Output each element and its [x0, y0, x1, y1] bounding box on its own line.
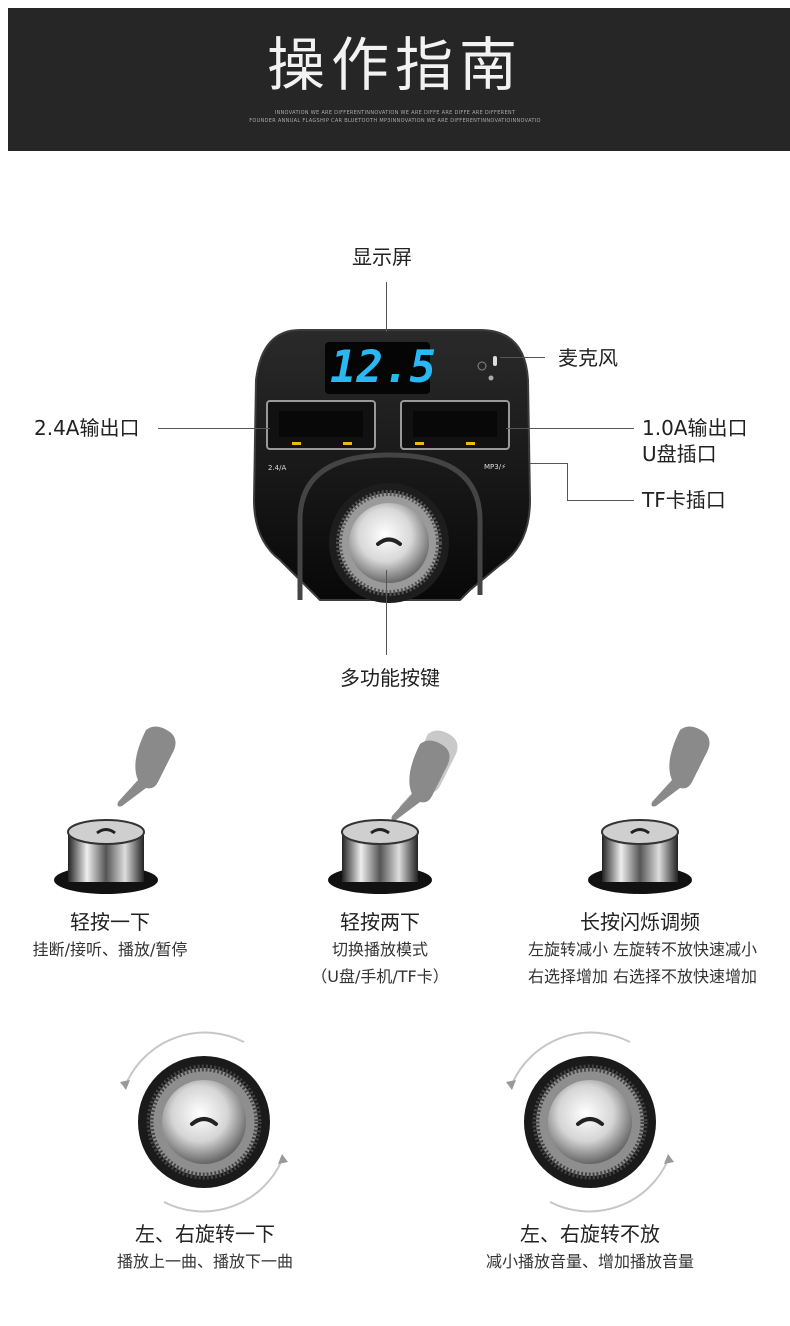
header-subtitle-line1: INNOVATION WE ARE DIFFERENTINNOVATION WE…	[274, 110, 516, 116]
rot-2-title: 左、右旋转不放	[520, 1222, 660, 1246]
display-readout: 12.5	[330, 342, 436, 393]
op-1-title: 轻按一下	[70, 910, 150, 934]
car-charger-device	[252, 329, 532, 603]
hand-icon	[391, 740, 450, 821]
tf-callout-line-c	[567, 500, 634, 501]
phone-icon	[370, 828, 390, 835]
header-subtitle-line2: FOUNDER ANNUAL FLAGSHIP CAR BLUETOOTH MP…	[249, 118, 541, 124]
phone-icon	[96, 828, 116, 835]
knob-long-press	[588, 726, 710, 894]
knob-rotate-once	[120, 1031, 288, 1213]
op-2-title: 轻按两下	[340, 910, 420, 934]
label-multi-button: 多功能按键	[340, 666, 440, 690]
press-illustrations	[54, 726, 710, 894]
hand-icon	[651, 726, 710, 807]
op-2-desc1: 切换播放模式	[331, 940, 428, 959]
port-right-marking: MP3/⚡	[484, 463, 506, 471]
op-3-desc2: 右选择增加 右选择不放快速增加	[527, 967, 758, 986]
rot-2-desc: 减小播放音量、增加播放音量	[485, 1252, 694, 1271]
op-3-desc1: 左旋转减小 左旋转不放快速减小	[527, 940, 758, 959]
knob-press-once	[54, 726, 176, 894]
rotation-illustrations	[120, 1031, 674, 1213]
hand-icon	[117, 726, 176, 807]
label-left-port: 2.4A输出口	[34, 416, 140, 440]
arrow-cw-icon	[664, 1154, 674, 1164]
label-usb-slot: U盘插口	[642, 442, 717, 466]
label-display: 显示屏	[352, 245, 412, 269]
display-callout-line	[386, 282, 387, 332]
mic-callout-line	[500, 357, 545, 358]
label-microphone: 麦克风	[558, 346, 618, 370]
right-port-callout-line	[506, 428, 634, 429]
op-1-desc: 挂断/接听、播放/暂停	[32, 940, 188, 959]
knob-rotate-hold	[506, 1031, 674, 1213]
op-2-desc2: （U盘/手机/TF卡）	[311, 967, 449, 986]
phone-icon	[630, 828, 650, 835]
phone-icon	[190, 1117, 218, 1126]
label-tf-slot: TF卡插口	[642, 488, 726, 512]
rot-1-desc: 播放上一曲、播放下一曲	[116, 1252, 293, 1271]
op-3-title: 长按闪烁调频	[580, 910, 700, 934]
phone-icon	[576, 1117, 604, 1126]
rot-1-title: 左、右旋转一下	[135, 1222, 275, 1246]
page-title: 操作指南	[266, 31, 523, 99]
port-left-marking: 2.4/A	[268, 464, 287, 472]
label-right-port: 1.0A输出口	[642, 416, 748, 440]
phone-icon	[376, 537, 402, 546]
header-banner	[8, 8, 790, 151]
knob-press-twice	[328, 730, 458, 894]
button-callout-line	[386, 570, 387, 655]
usb-port-pins	[292, 442, 475, 445]
arrow-cw-icon	[278, 1154, 288, 1164]
tf-callout-line-b	[567, 463, 568, 500]
left-port-callout-line	[158, 428, 270, 429]
arrow-ccw-icon	[506, 1080, 516, 1090]
tf-callout-line-a	[530, 463, 567, 464]
arrow-ccw-icon	[120, 1080, 130, 1090]
